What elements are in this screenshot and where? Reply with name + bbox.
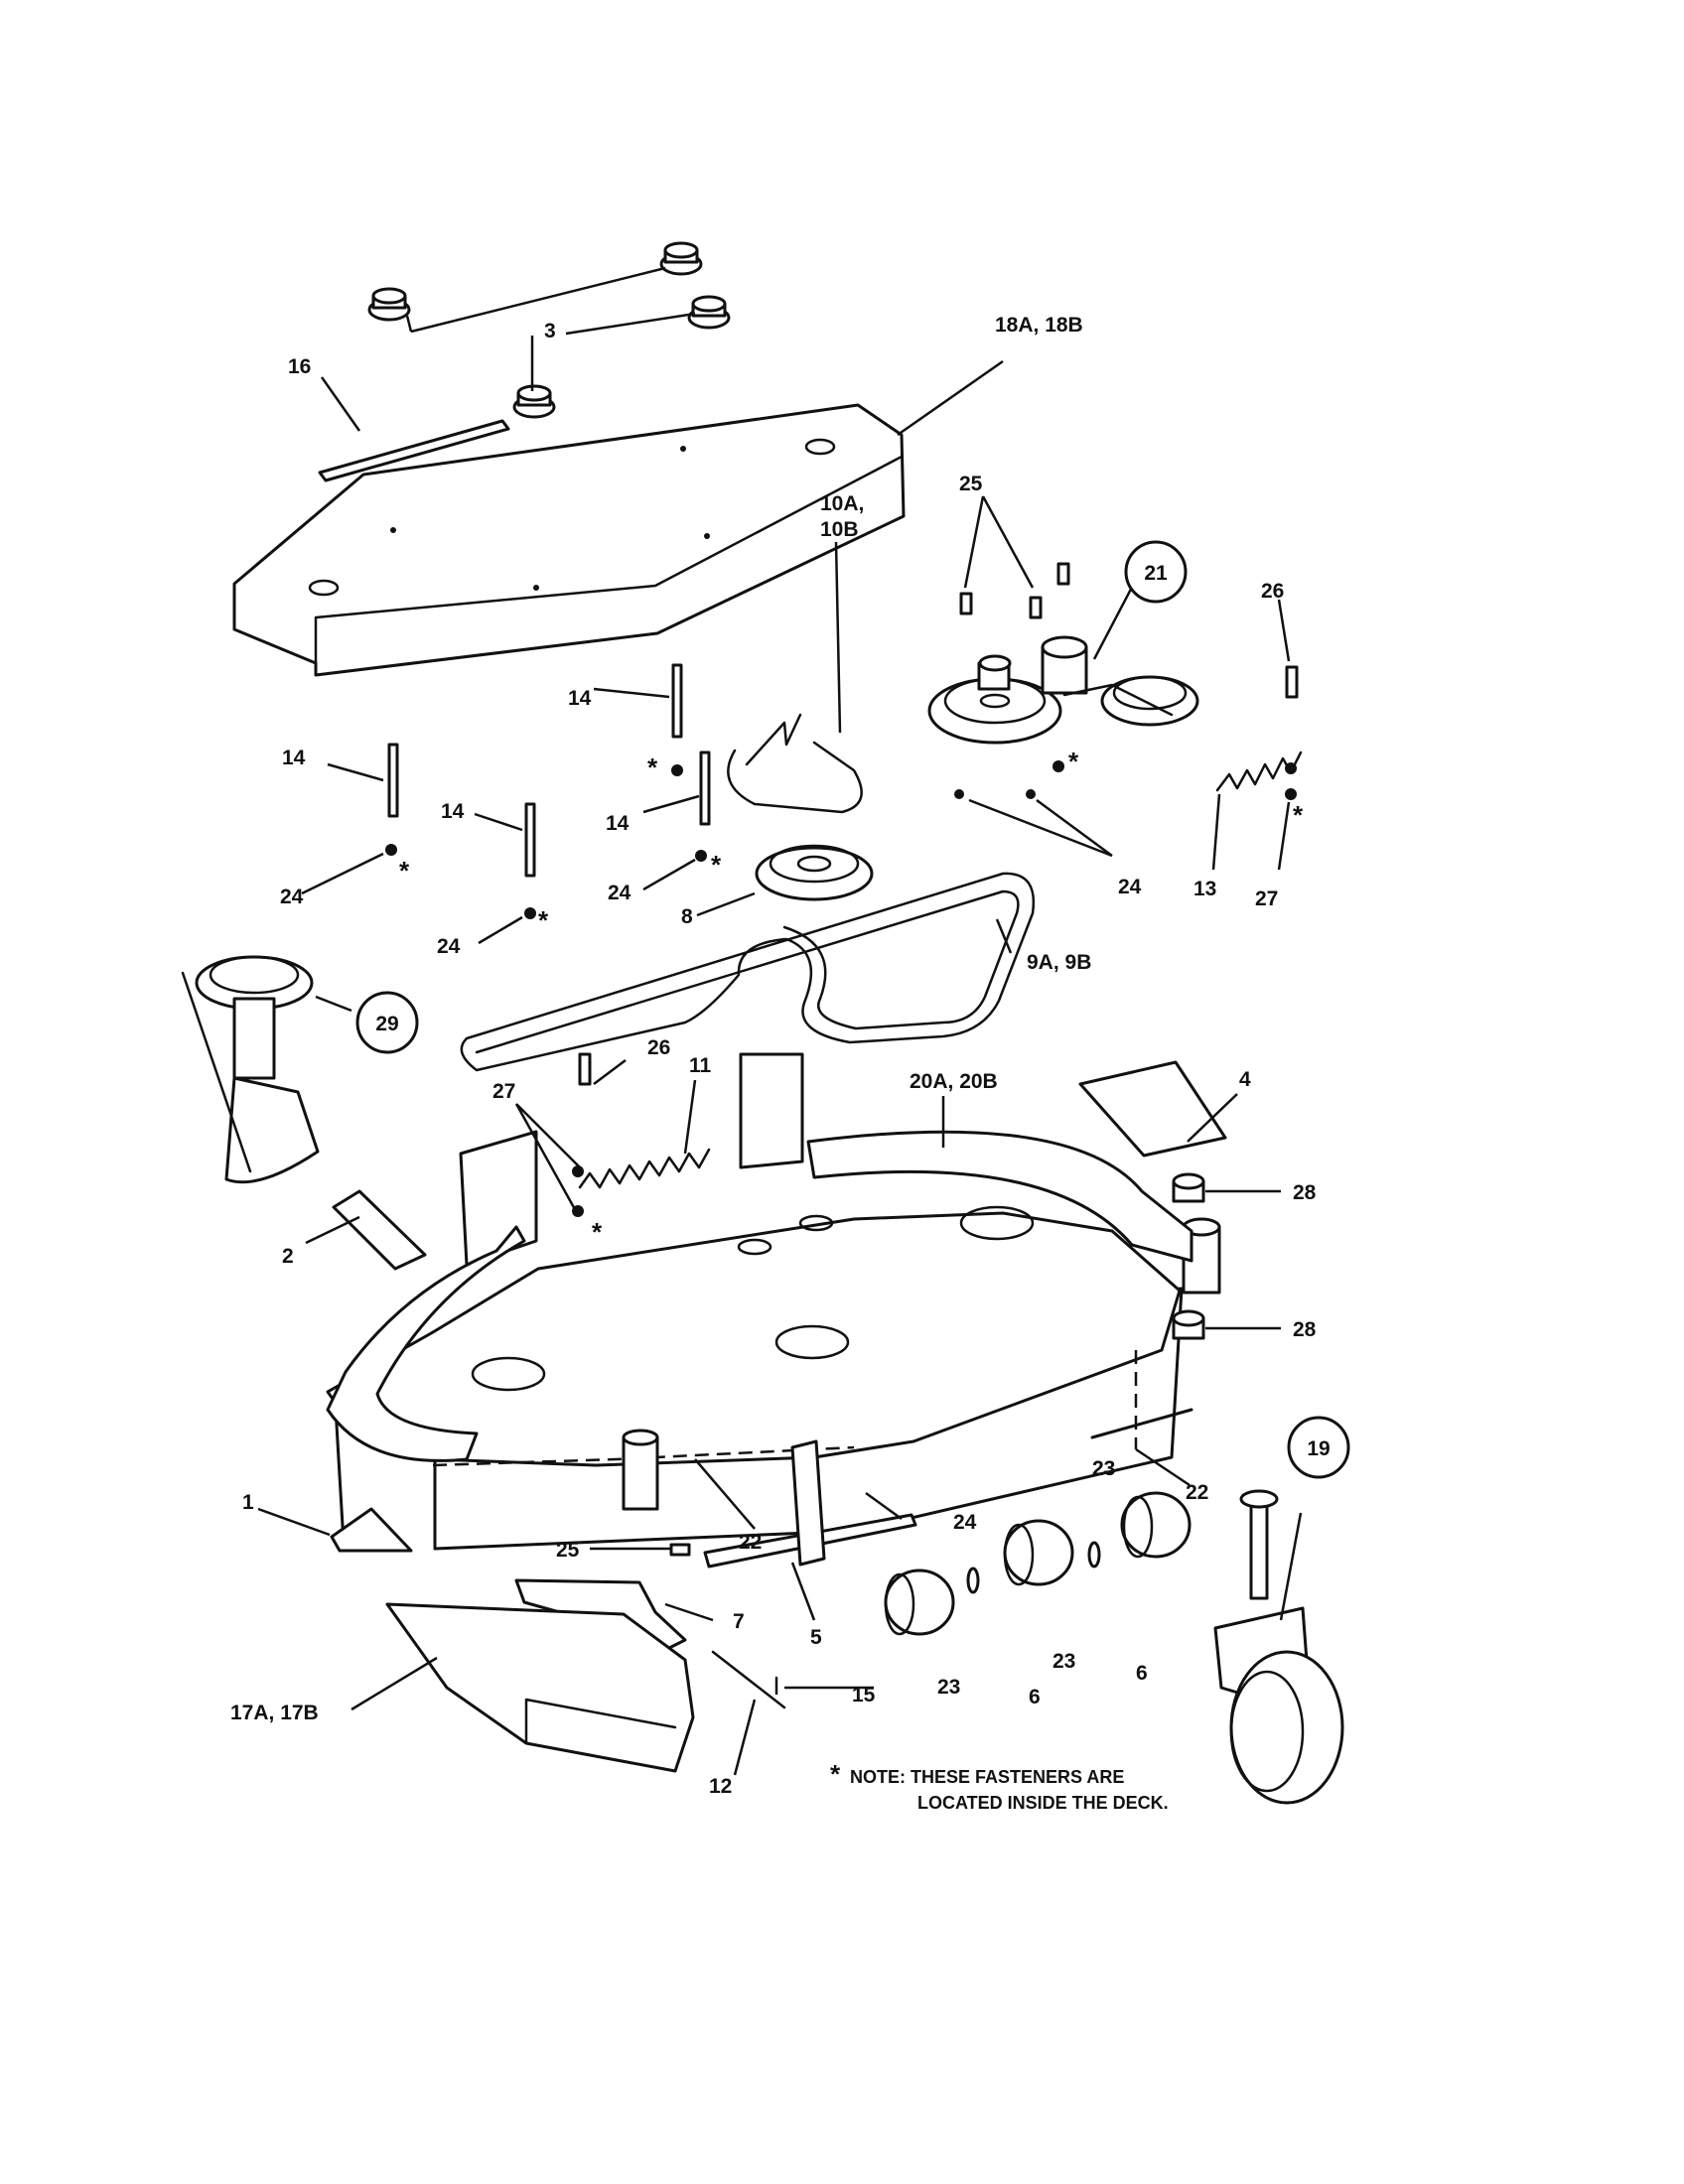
label-24e: 24 [953,1511,977,1534]
bolt-26b [578,1052,592,1086]
label-10: 10A, [820,492,864,515]
label-5: 5 [810,1626,822,1649]
label-4: 4 [1239,1068,1251,1091]
label-27a: 27 [1255,887,1278,910]
label-22a: 22 [739,1531,762,1554]
fastener-note: * NOTE: THESE FASTENERS ARE LOCATED INSI… [830,1759,1169,1813]
label-24a: 24 [280,886,304,908]
label-8: 8 [681,905,693,928]
label-18: 18A, 18B [995,314,1083,337]
spacer-6a [966,1567,980,1594]
label-11: 11 [689,1054,712,1077]
label-24c: 24 [437,935,461,958]
label-7: 7 [733,1610,745,1633]
leader-lines [257,266,1303,1776]
label-23d: 23 [1092,1457,1115,1480]
note-star: * [830,1759,841,1789]
decal-2 [332,1189,427,1271]
spindle-29 [181,955,320,1184]
spring-11 [578,1148,711,1189]
note-line-1: NOTE: THESE FASTENERS ARE [850,1767,1124,1787]
asterisk-markers: * * * * * * * [399,747,1304,1247]
label-26b: 26 [647,1036,670,1059]
label-14d: 14 [606,812,630,835]
belt-9 [460,872,1036,1072]
label-24b: 24 [608,882,632,904]
bolt-26a [1285,665,1299,699]
label-23a: 23 [1092,1457,1115,1480]
pin-12 [711,1650,786,1709]
decal-16 [318,419,510,482]
label-15: 15 [852,1684,876,1706]
label-24d: 24 [1118,876,1142,898]
asterisk-7: * [592,1217,603,1247]
asterisk-6: * [1293,800,1304,830]
label-23c: 23 [937,1676,960,1699]
decal-1 [330,1507,413,1553]
callout-19 [1287,1416,1350,1479]
label-10b: 10B [820,518,859,541]
label-17: 17A, 17B [230,1702,319,1724]
bushings-28 [1172,1172,1205,1340]
deck-top-cover [232,403,906,677]
label-14c: 14 [441,800,465,823]
label-28a: 28 [1293,1181,1317,1204]
note-line-2: LOCATED INSIDE THE DECK. [917,1793,1169,1813]
asterisk-3: * [538,905,549,935]
label-6a: 6 [1029,1686,1041,1708]
label-1: 1 [242,1491,254,1514]
asterisk-4: * [711,850,722,880]
pulley-8 [755,844,874,901]
idler-assembly-21 [927,635,1199,745]
baffle-5 [790,1439,826,1567]
rail-20 [806,1130,1193,1263]
stud-bolts-14 [387,663,711,878]
asterisk-2: * [399,856,410,886]
label-3: 3 [544,320,556,342]
knob-group-3 [367,241,731,419]
callout-19-text: 19 [1307,1437,1330,1460]
asterisk-5: * [1068,747,1079,776]
label-16: 16 [288,355,311,378]
label-12: 12 [709,1775,732,1798]
callout-29-text: 29 [375,1013,398,1035]
decal-4 [1078,1060,1227,1158]
label-13: 13 [1193,878,1216,900]
label-25a: 25 [959,473,983,495]
callout-21 [1124,540,1188,604]
label-14b: 14 [282,747,306,769]
part-number-labels: 3 16 18A, 18B 25 26 10A, 10B 14 14 14 14… [230,314,1317,1798]
mower-deck-housing [326,1052,1221,1551]
label-25b: 25 [556,1539,580,1562]
label-14a: 14 [568,687,592,710]
callout-21-text: 21 [1144,562,1168,585]
label-26a: 26 [1261,580,1284,603]
asterisk-1: * [647,752,658,782]
label-20: 20A, 20B [910,1070,998,1093]
rollers-23 [884,1491,1192,1636]
belt-10 [727,713,863,814]
caster-wheel-19 [1213,1489,1344,1805]
label-22b: 22 [1186,1481,1208,1504]
label-28b: 28 [1293,1318,1317,1341]
label-23b: 23 [1052,1650,1075,1673]
front-bumper [326,1225,526,1462]
callout-29 [355,991,419,1054]
label-27b: 27 [492,1080,515,1103]
label-6b: 6 [1136,1662,1148,1685]
label-2: 2 [282,1245,294,1268]
label-9: 9A, 9B [1027,951,1091,974]
spacer-6b [1087,1541,1101,1569]
discharge-chute-17 [385,1602,695,1773]
